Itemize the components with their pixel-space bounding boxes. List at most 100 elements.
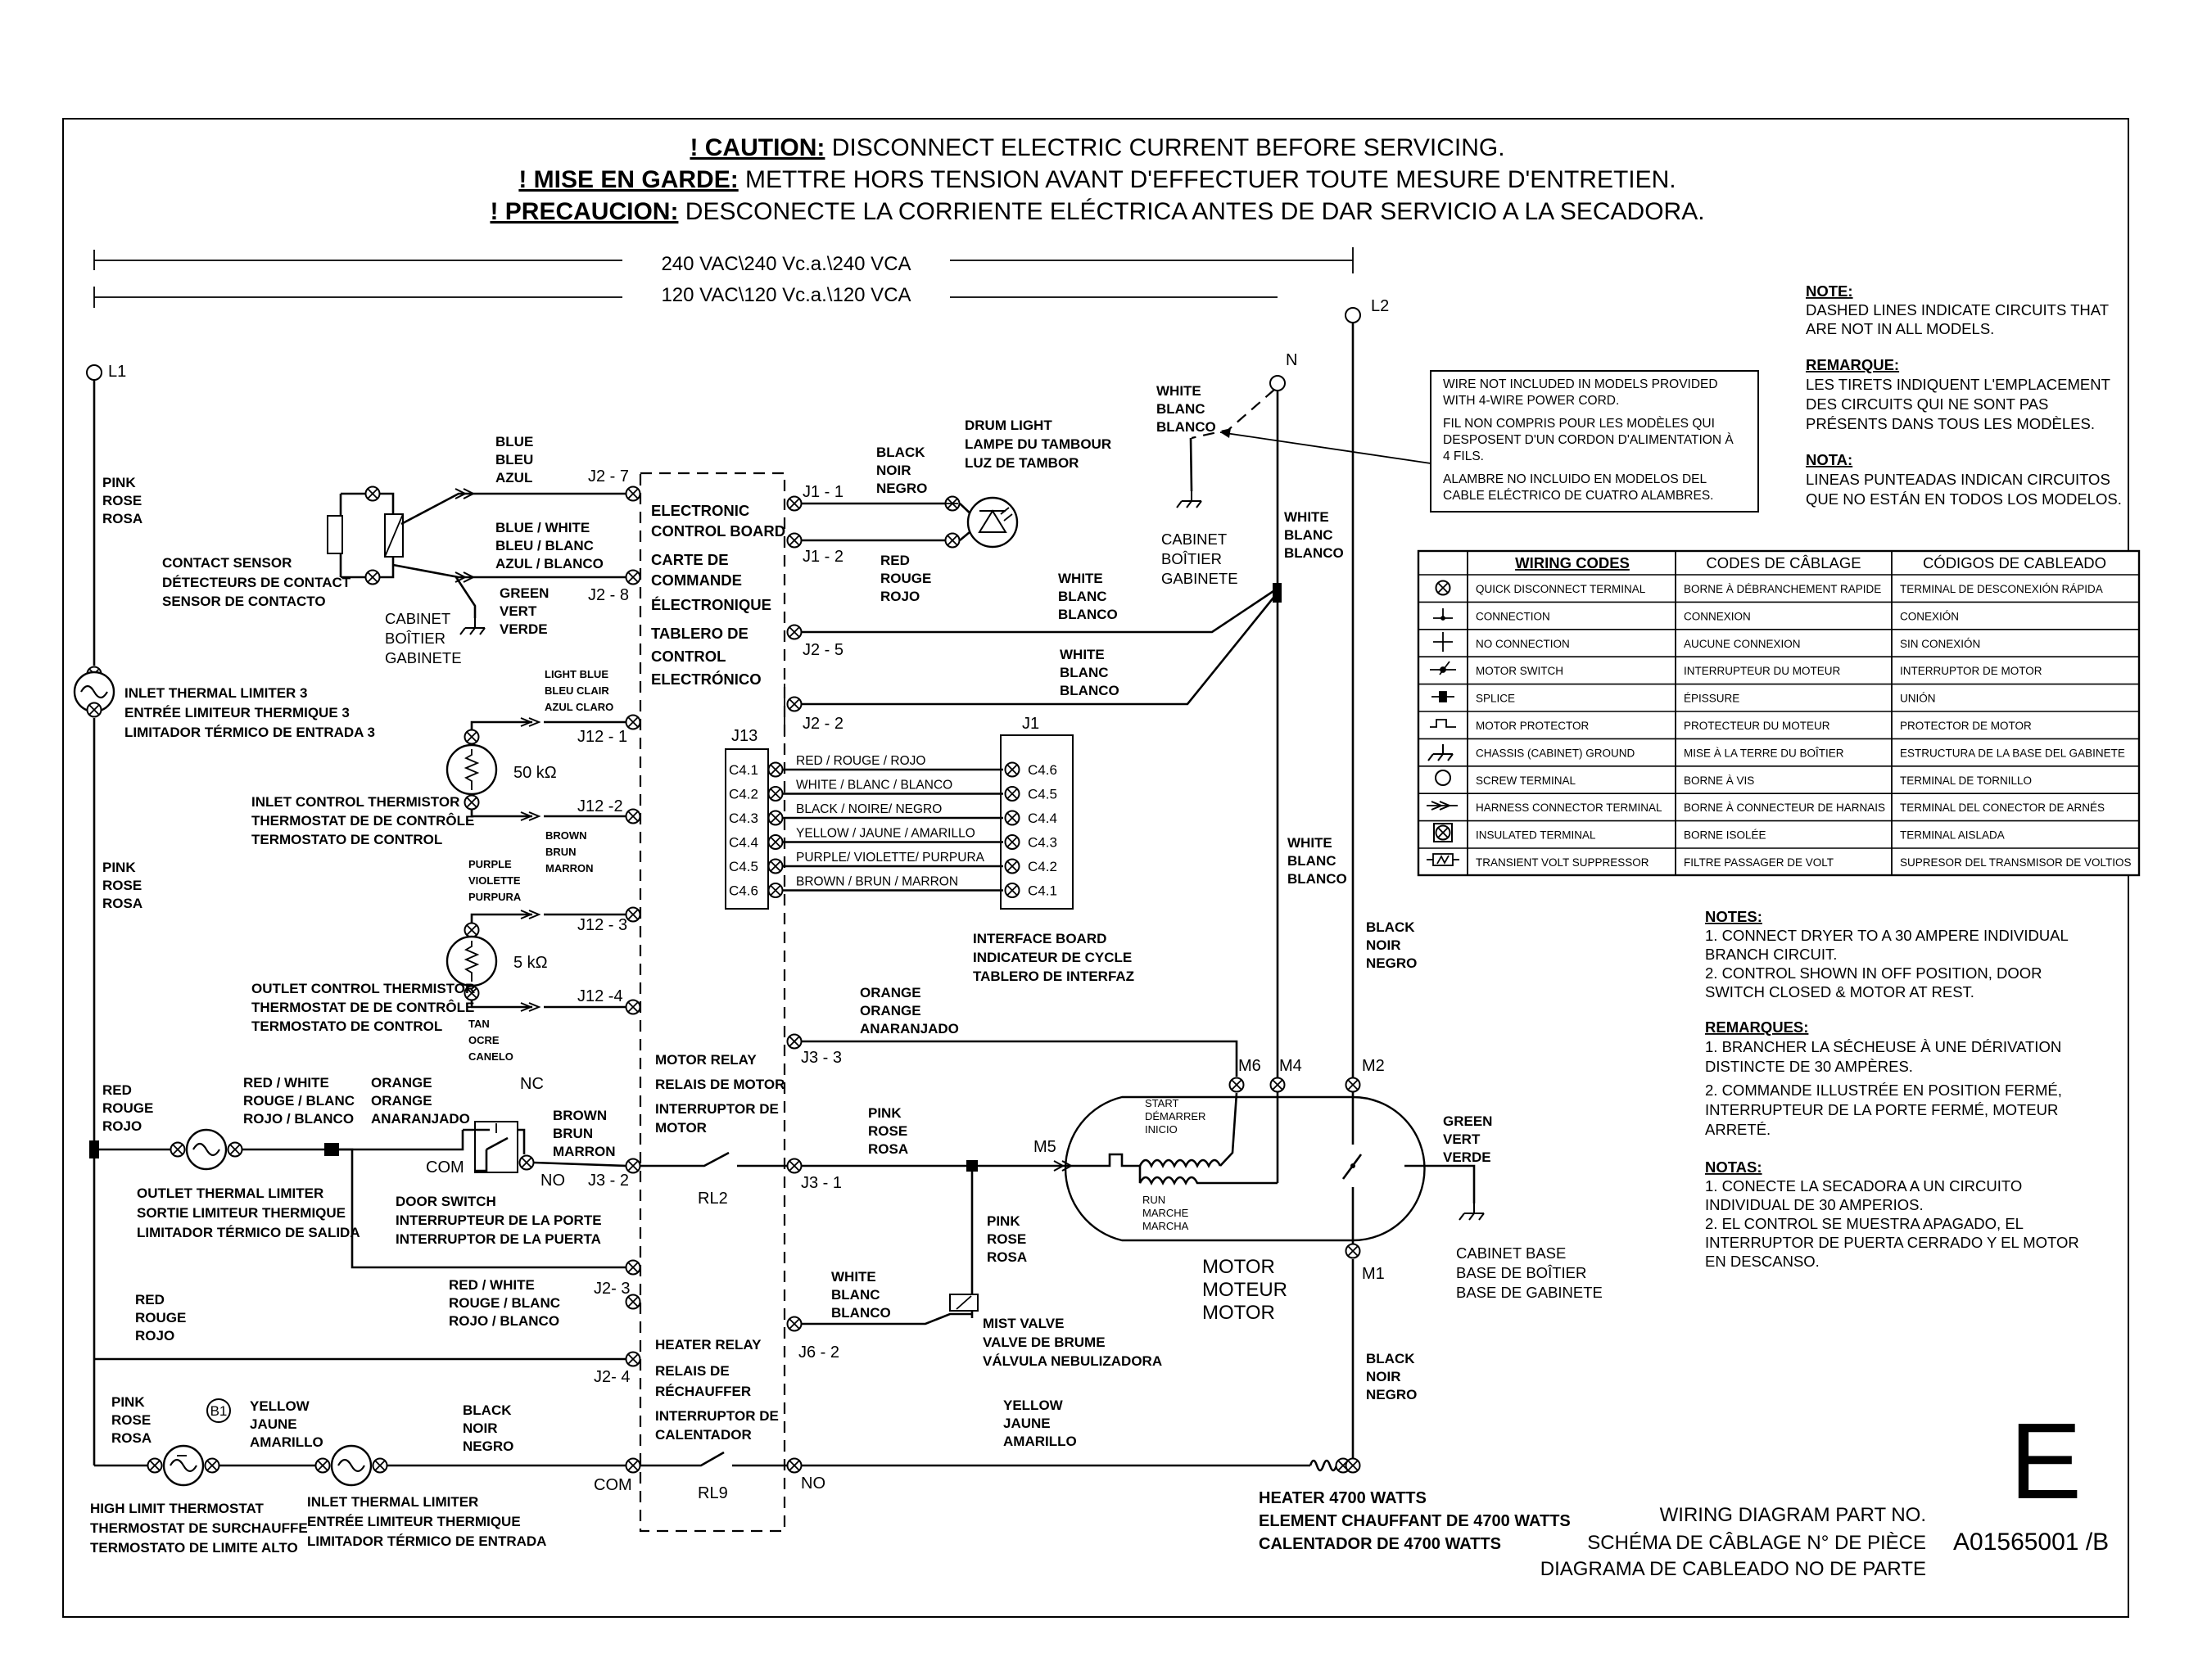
wiring-code-cell: UNIÓN: [1900, 693, 1936, 705]
svg-text:ARE NOT IN ALL MODELS.: ARE NOT IN ALL MODELS.: [1806, 320, 1994, 337]
svg-text:RED: RED: [880, 553, 910, 568]
svg-text:ANARANJADO: ANARANJADO: [371, 1111, 470, 1127]
svg-text:GREEN: GREEN: [1443, 1113, 1492, 1129]
svg-text:ANARANJADO: ANARANJADO: [860, 1021, 959, 1036]
svg-text:INLET CONTROL THERMISTOR: INLET CONTROL THERMISTOR: [251, 794, 459, 810]
svg-text:CALENTADOR: CALENTADOR: [655, 1427, 752, 1443]
svg-text:DES CIRCUITS QUI NE SONT PAS: DES CIRCUITS QUI NE SONT PAS: [1806, 395, 2048, 413]
svg-text:GREEN: GREEN: [500, 585, 549, 601]
svg-text:4 FILS.: 4 FILS.: [1443, 449, 1484, 463]
svg-text:CABINET: CABINET: [1161, 531, 1227, 548]
motor-relay: [625, 1151, 803, 1174]
wiring-code-cell: PROTECTEUR DU MOTEUR: [1684, 720, 1830, 732]
heater-feed: [94, 1294, 641, 1367]
svg-text:MOTOR: MOTOR: [1202, 1302, 1275, 1324]
svg-text:REMARQUES:: REMARQUES:: [1705, 1018, 1808, 1036]
svg-text:VÁLVULA NEBULIZADORA: VÁLVULA NEBULIZADORA: [983, 1353, 1162, 1369]
svg-text:NEGRO: NEGRO: [1366, 1387, 1417, 1402]
svg-text:PURPURA: PURPURA: [468, 891, 522, 903]
svg-text:J2- 3: J2- 3: [594, 1280, 630, 1298]
part-number: A01565001 /B: [1953, 1529, 2109, 1556]
svg-text:J1 - 2: J1 - 2: [803, 548, 843, 566]
svg-text:HEATER 4700 WATTS: HEATER 4700 WATTS: [1259, 1489, 1427, 1507]
svg-text:NEGRO: NEGRO: [463, 1438, 513, 1454]
svg-text:ROJO: ROJO: [880, 589, 920, 604]
svg-text:ROJO: ROJO: [102, 1118, 142, 1134]
svg-text:J13: J13: [731, 727, 758, 745]
wiring-code-cell: INTERRUPTEUR DU MOTEUR: [1684, 665, 1840, 677]
svg-text:RL9: RL9: [698, 1484, 728, 1502]
svg-text:ELEMENT CHAUFFANT DE 4700 WATT: ELEMENT CHAUFFANT DE 4700 WATTS: [1259, 1512, 1571, 1530]
wiring-code-cell: SCREW TERMINAL: [1476, 775, 1576, 787]
svg-text:ORANGE: ORANGE: [371, 1075, 432, 1091]
svg-text:BOÎTIER: BOÎTIER: [1161, 550, 1222, 567]
svg-text:BROWN: BROWN: [553, 1108, 607, 1123]
wiring-code-cell: SUPRESOR DEL TRANSMISOR DE VOLTIOS: [1900, 856, 2132, 869]
j13-pin: C4.5: [729, 859, 758, 874]
svg-text:CABINET: CABINET: [385, 610, 450, 627]
svg-text:DRUM LIGHT: DRUM LIGHT: [965, 418, 1052, 433]
harness-wire-label: YELLOW / JAUNE / AMARILLO: [796, 827, 975, 841]
wire-note-box: [1430, 370, 1759, 513]
svg-text:PINK: PINK: [102, 475, 136, 490]
wiring-codes-table: WIRING CODES CODES DE CÂBLAGE CÓDIGOS DE…: [1417, 549, 2141, 877]
control-board-label: ELECTRONIC CONTROL BOARD CARTE DE COMMAN…: [651, 502, 785, 688]
n-line: N: [1176, 351, 1297, 1185]
svg-text:ORANGE: ORANGE: [371, 1093, 432, 1109]
svg-text:COM: COM: [426, 1158, 464, 1176]
svg-text:DOOR SWITCH: DOOR SWITCH: [396, 1194, 496, 1209]
l2-line: L2 M2 M1: [1345, 297, 1389, 1465]
svg-text:INTERRUPTEUR DE LA PORTE FERMÉ: INTERRUPTEUR DE LA PORTE FERMÉ, MOTEUR: [1705, 1101, 2058, 1118]
svg-text:NOIR: NOIR: [876, 463, 911, 478]
svg-text:DIAGRAMA DE CABLEADO NO DE PAR: DIAGRAMA DE CABLEADO NO DE PARTE: [1540, 1558, 1926, 1580]
svg-text:RED: RED: [135, 1292, 165, 1307]
motor: [1064, 1092, 1485, 1244]
svg-text:INDIVIDUAL DE 30 AMPERIOS.: INDIVIDUAL DE 30 AMPERIOS.: [1705, 1196, 1924, 1213]
svg-text:CONTROL BOARD: CONTROL BOARD: [651, 522, 785, 540]
svg-text:ROSE: ROSE: [868, 1123, 907, 1139]
svg-text:WITH 4-WIRE POWER CORD.: WITH 4-WIRE POWER CORD.: [1443, 394, 1619, 408]
svg-text:ORANGE: ORANGE: [860, 985, 921, 1000]
j1-pin: C4.3: [1028, 835, 1057, 851]
svg-text:THERMOSTAT DE DE CONTRÔLE: THERMOSTAT DE DE CONTRÔLE: [251, 813, 474, 829]
svg-text:RELAIS DE: RELAIS DE: [655, 1363, 730, 1379]
svg-text:BROWN: BROWN: [545, 829, 587, 842]
svg-text:CÓDIGOS DE CABLEADO: CÓDIGOS DE CABLEADO: [1923, 554, 2106, 571]
l2-label: L2: [1371, 297, 1389, 315]
j13-pin: C4.3: [729, 811, 758, 826]
svg-text:ROJO / BLANCO: ROJO / BLANCO: [243, 1111, 354, 1127]
svg-text:ENTRÉE LIMITEUR THERMIQUE 3: ENTRÉE LIMITEUR THERMIQUE 3: [124, 705, 350, 720]
svg-text:CANELO: CANELO: [468, 1050, 513, 1063]
wiring-code-cell: TRANSIENT VOLT SUPPRESSOR: [1476, 856, 1649, 869]
svg-text:J1 - 1: J1 - 1: [803, 483, 843, 501]
svg-text:ENTRÉE LIMITEUR THERMIQUE: ENTRÉE LIMITEUR THERMIQUE: [307, 1514, 521, 1529]
svg-text:ÉLECTRONIQUE: ÉLECTRONIQUE: [651, 596, 771, 613]
svg-text:BLUE: BLUE: [495, 434, 533, 449]
svg-text:INTERRUPTOR DE: INTERRUPTOR DE: [655, 1408, 779, 1424]
svg-text:OCRE: OCRE: [468, 1034, 500, 1046]
svg-text:J2 - 2: J2 - 2: [803, 715, 843, 733]
svg-text:YELLOW: YELLOW: [250, 1398, 310, 1414]
svg-text:2. CONTROL SHOWN IN OFF POSITI: 2. CONTROL SHOWN IN OFF POSITION, DOOR: [1705, 964, 2042, 982]
orange-motor-wire: [786, 1033, 1286, 1093]
svg-text:ROSA: ROSA: [102, 896, 142, 911]
revision-letter: E: [2010, 1401, 2082, 1521]
contact-sensor: [327, 485, 641, 635]
svg-text:QUE NO ESTÁN EN TODOS LOS MODE: QUE NO ESTÁN EN TODOS LOS MODELOS.: [1806, 490, 2122, 508]
svg-text:BLANCO: BLANCO: [1284, 545, 1344, 561]
harness-wire-label: BLACK / NOIRE/ NEGRO: [796, 802, 942, 816]
svg-text:DASHED LINES INDICATE CIRCUITS: DASHED LINES INDICATE CIRCUITS THAT: [1806, 301, 2109, 318]
svg-text:JAUNE: JAUNE: [1003, 1416, 1051, 1431]
svg-text:J12 - 3: J12 - 3: [577, 916, 627, 934]
svg-text:MOTOR: MOTOR: [1202, 1256, 1275, 1278]
svg-text:VALVE DE BRUME: VALVE DE BRUME: [983, 1335, 1106, 1350]
j1-pin: C4.1: [1028, 883, 1057, 899]
l1-line: L1: [73, 363, 126, 1465]
svg-text:BLEU / BLANC: BLEU / BLANC: [495, 538, 594, 553]
svg-text:DÉTECTEURS DE CONTACT: DÉTECTEURS DE CONTACT: [162, 575, 351, 590]
harness-wire-label: RED / ROUGE / ROJO: [796, 754, 925, 768]
svg-text:NOTES:: NOTES:: [1705, 908, 1762, 925]
svg-text:AZUL: AZUL: [495, 470, 532, 485]
svg-text:ROUGE: ROUGE: [135, 1310, 186, 1325]
